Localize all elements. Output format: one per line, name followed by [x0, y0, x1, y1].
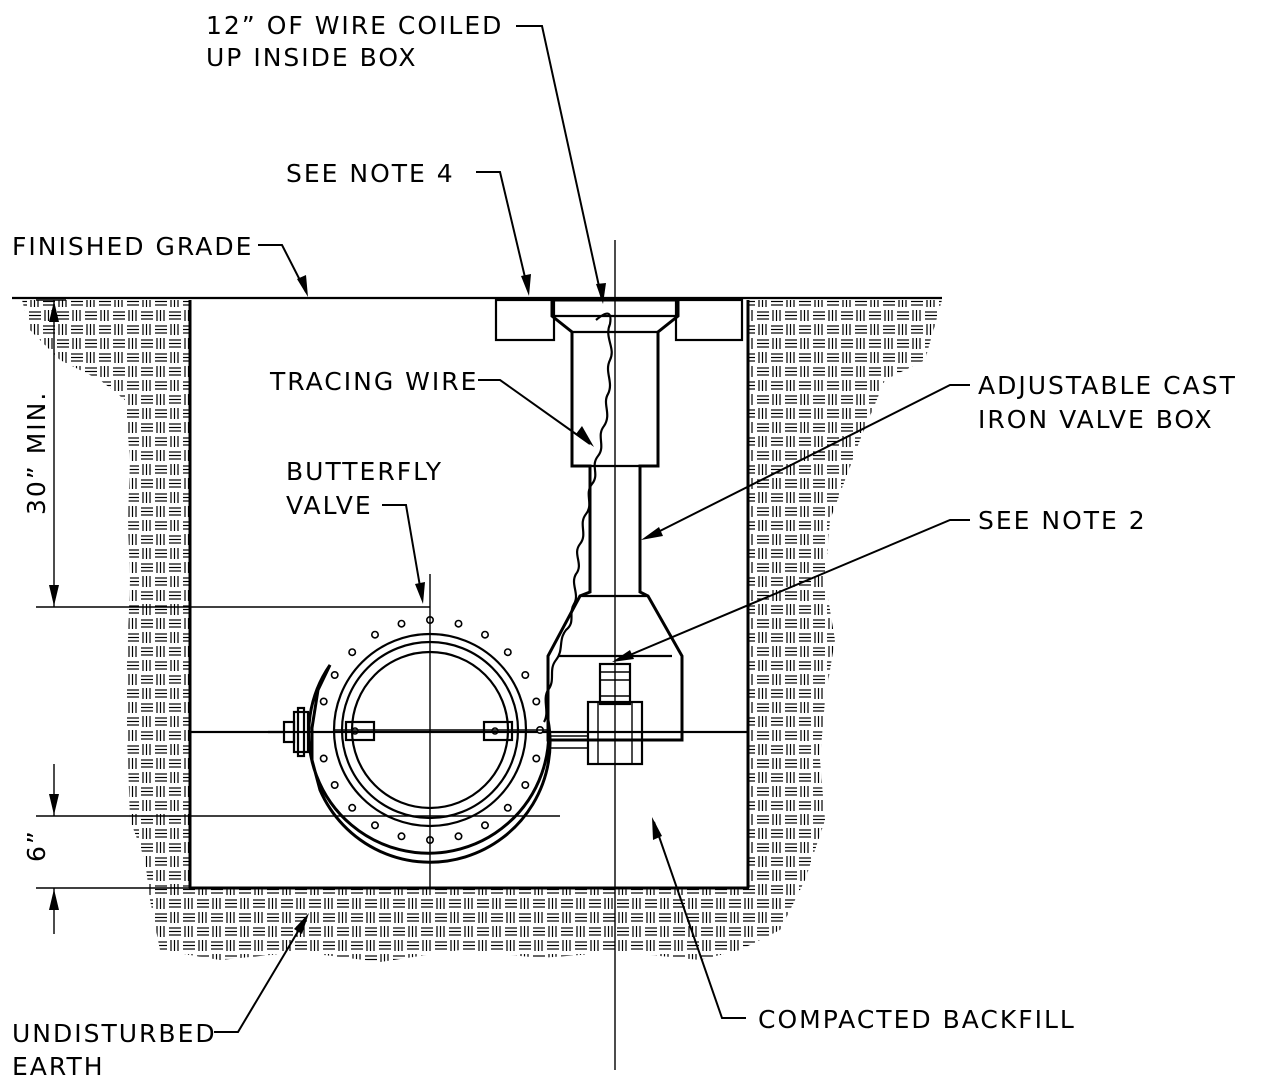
- label-valve-box-2: IRON VALVE BOX: [978, 405, 1214, 434]
- bolt-hole: [330, 780, 339, 789]
- bolt-hole: [370, 821, 379, 830]
- bolt-hole: [454, 832, 463, 841]
- bolt-hole: [319, 754, 328, 763]
- bolt-hole: [503, 803, 512, 812]
- label-butterfly-2: VALVE: [286, 491, 373, 520]
- label-undisturbed-2: EARTH: [12, 1052, 105, 1081]
- dimension-6in-label: 6”: [22, 829, 51, 862]
- butterfly-valve: [268, 615, 552, 864]
- bolt-hole: [348, 648, 357, 657]
- label-undisturbed-1: UNDISTURBED: [12, 1019, 217, 1048]
- dimension-30in: [36, 299, 430, 608]
- bolt-hole: [397, 619, 406, 628]
- label-tracing-wire: TRACING WIRE: [269, 367, 478, 396]
- bolt-hole: [319, 697, 328, 706]
- bolt-hole: [521, 780, 530, 789]
- undisturbed-earth: [22, 300, 942, 962]
- tracing-wire: [543, 312, 613, 723]
- label-see-note-4: SEE NOTE 4: [286, 159, 455, 188]
- label-wire-coiled-2: UP INSIDE BOX: [206, 43, 418, 72]
- bolt-hole: [330, 670, 339, 679]
- label-compacted-backfill: COMPACTED BACKFILL: [758, 1005, 1076, 1034]
- bolt-hole: [370, 630, 379, 639]
- center-lines: [334, 240, 616, 1070]
- dimension-30in-label: 30” MIN.: [22, 391, 51, 515]
- label-finished-grade: FINISHED GRADE: [12, 232, 253, 261]
- label-butterfly-1: BUTTERFLY: [286, 457, 443, 486]
- label-see-note-2: SEE NOTE 2: [978, 506, 1147, 535]
- bolt-hole: [480, 821, 489, 830]
- bolt-hole: [532, 754, 541, 763]
- bolt-hole: [348, 803, 357, 812]
- bolt-hole: [480, 630, 489, 639]
- concrete-collar: [494, 298, 744, 342]
- leaders: [214, 25, 970, 1033]
- bolt-hole: [397, 832, 406, 841]
- bolt-hole: [503, 648, 512, 657]
- bolt-hole: [521, 670, 530, 679]
- bolt-hole: [532, 697, 541, 706]
- label-wire-coiled-1: 12” OF WIRE COILED: [206, 11, 503, 40]
- bolt-hole: [454, 619, 463, 628]
- trench-outline: [12, 296, 942, 890]
- dimension-6in: [36, 764, 560, 934]
- label-valve-box-1: ADJUSTABLE CAST: [978, 371, 1237, 400]
